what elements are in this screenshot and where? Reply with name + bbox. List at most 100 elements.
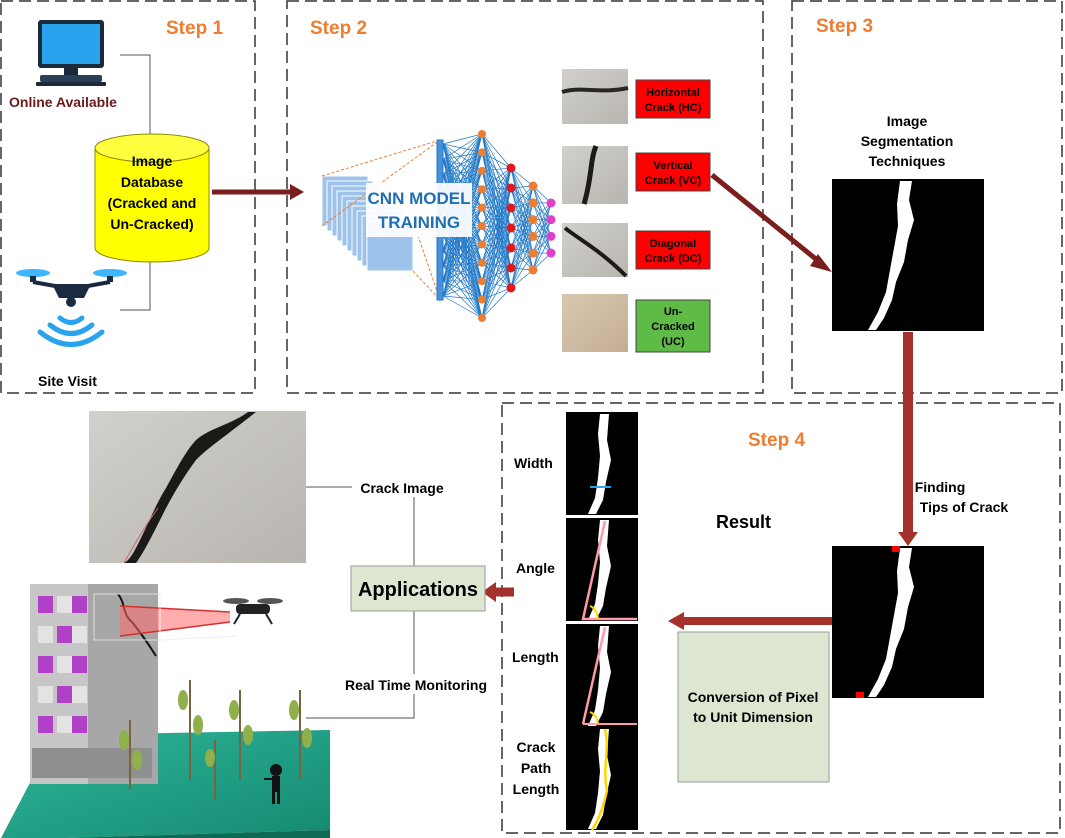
cnn-neuron (528, 248, 538, 258)
arrow-tips-to-result (668, 612, 832, 630)
cnn-connection (481, 227, 512, 245)
cnn-connection (481, 152, 512, 229)
cnn-neuron (478, 258, 486, 267)
cnn-neuron (506, 283, 516, 293)
cnn-connection (481, 170, 512, 269)
cnn-connection (510, 185, 534, 229)
sample-horizontal-crack-image (561, 69, 629, 124)
cnn-connection (442, 133, 483, 160)
cnn-connection (510, 236, 534, 269)
cnn-connection (510, 227, 534, 271)
cnn-connection (481, 207, 512, 249)
crack-image-label-bg (352, 477, 452, 497)
cnn-neuron (478, 203, 486, 212)
database-label-line4: Un-Cracked) (110, 216, 193, 232)
cnn-connection (481, 244, 512, 249)
width-label: Width (514, 455, 553, 471)
cnn-connection (442, 262, 483, 297)
step2-box (286, 0, 764, 394)
cnn-connection (481, 207, 512, 269)
cnn-connection (442, 225, 483, 297)
arrow-segmentation-to-tips (898, 332, 918, 546)
class-box-horizontal-crack: Horizontal Crack (HC) (635, 79, 711, 119)
cnn-neuron (478, 222, 486, 230)
cnn-connection (481, 247, 512, 264)
cnn-connection (510, 202, 534, 249)
cnn-connection (481, 167, 512, 319)
cnn-neuron (546, 198, 556, 208)
cnn-connection (481, 167, 512, 208)
cnn-connection (481, 152, 512, 189)
svg-text:(UC): (UC) (661, 336, 685, 348)
cnn-neuron (506, 203, 516, 213)
svg-text:Horizontal: Horizontal (646, 87, 700, 99)
width-result-image (566, 412, 638, 515)
cnn-connection (481, 133, 512, 169)
arrow-database-to-cnn (212, 184, 304, 200)
cnn-connection (532, 219, 552, 271)
cnn-neuron (528, 265, 538, 275)
cnn-neuron (506, 223, 516, 233)
cnn-connection (481, 225, 512, 269)
applications-box (350, 565, 486, 612)
conversion-label-line1: Conversion of Pixel (688, 689, 819, 705)
cnn-connection (510, 185, 534, 249)
cnn-connection (481, 170, 512, 229)
cnn-connection (481, 167, 512, 300)
cnn-connection (481, 227, 512, 319)
cnn-connection (481, 188, 512, 229)
segmentation-label-line3: Techniques (869, 153, 946, 169)
building-windows (38, 596, 87, 733)
cnn-neuron (506, 263, 516, 273)
cnn-connection (481, 187, 512, 319)
crack-photo (89, 411, 306, 564)
cnn-connection (510, 187, 534, 271)
cnn-connection (442, 133, 483, 175)
database-label-line3: (Cracked and (108, 195, 197, 211)
cnn-neuron (528, 198, 538, 208)
cnn-neuron (546, 231, 556, 241)
cnn-neuron (546, 215, 556, 225)
cnn-connection (481, 170, 512, 189)
svg-text:Un-: Un- (664, 306, 683, 318)
cnn-connection (481, 188, 512, 209)
svg-text:Diagonal: Diagonal (650, 238, 696, 250)
class-box-diagonal-crack: Diagonal Crack (DC) (635, 230, 711, 270)
cnn-connection (481, 133, 512, 229)
conversion-box (677, 631, 830, 783)
cnn-connection (532, 202, 552, 271)
cnn-connection (481, 262, 512, 289)
trees (119, 680, 312, 800)
cnn-connection (510, 207, 534, 271)
cnn-label-line1: CNN MODEL (368, 189, 471, 208)
cnn-connection (510, 185, 534, 269)
cnn-connection (510, 185, 534, 209)
cnn-connection (510, 202, 534, 229)
cnn-connection (510, 236, 534, 289)
site-visit-label: Site Visit (38, 373, 97, 389)
cnn-connection (442, 295, 483, 300)
segmentation-label-line2: Segmentation (861, 133, 954, 149)
cnn-label-box (366, 183, 472, 237)
cnn-connection (481, 189, 512, 269)
cnn-connection (481, 244, 512, 289)
cnn-connection (510, 253, 534, 289)
cnn-connection (481, 167, 512, 172)
cnn-connection (481, 152, 512, 169)
cnn-connection (481, 244, 512, 269)
cnn-connection (481, 225, 512, 289)
cnn-connection (442, 133, 483, 190)
arrow-vertical-crack-to-segmentation (710, 173, 832, 272)
cnn-connection (442, 295, 483, 319)
finding-tips-line1: Finding (915, 479, 966, 495)
step4-box (501, 402, 1061, 834)
cnn-connection (481, 133, 512, 209)
svg-text:Cracked: Cracked (651, 321, 694, 333)
cnn-connection (481, 170, 512, 249)
angle-label: Angle (516, 560, 555, 576)
real-time-label-bg (333, 674, 499, 694)
segmentation-label-line1: Image (887, 113, 928, 129)
cnn-neuron (478, 277, 486, 286)
step4-title: Step 4 (748, 430, 805, 451)
